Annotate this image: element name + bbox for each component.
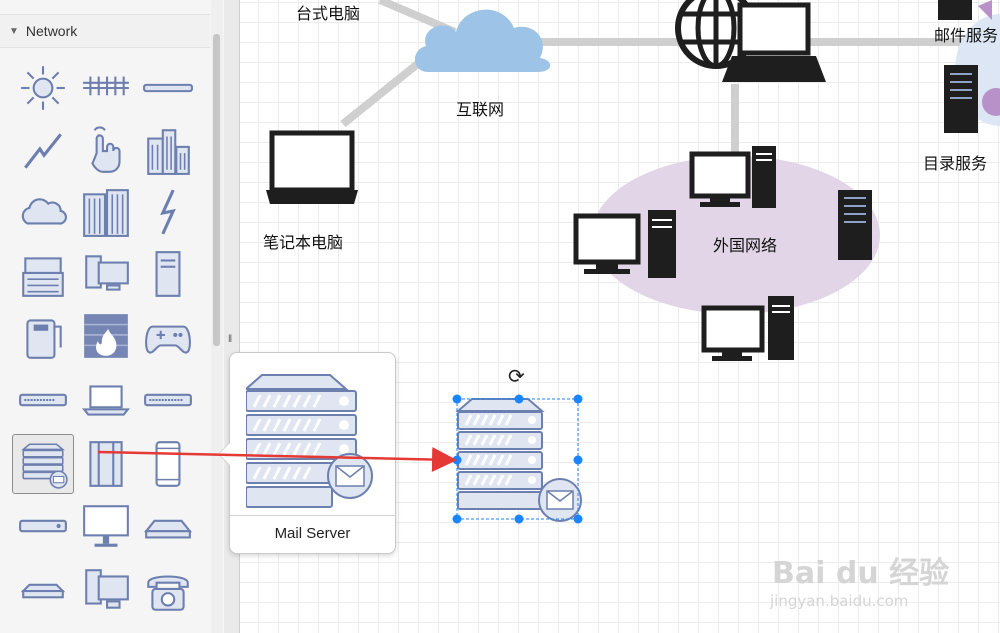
desktop-node-bottom-icon[interactable] bbox=[701, 296, 794, 361]
firewall-icon bbox=[84, 314, 128, 358]
shape-router-flat[interactable] bbox=[12, 560, 74, 620]
external-drive-icon bbox=[26, 319, 62, 359]
mail-server-preview-icon bbox=[246, 374, 373, 508]
shape-firewall[interactable] bbox=[75, 306, 137, 366]
monitor-icon bbox=[83, 505, 129, 547]
resize-grip-icon: ‖ bbox=[228, 334, 232, 345]
shape-monitor[interactable] bbox=[75, 496, 137, 556]
mail-server-dark-icon[interactable] bbox=[938, 0, 972, 20]
shape-satellite[interactable] bbox=[12, 58, 74, 118]
desktop-node-top-icon[interactable] bbox=[689, 146, 776, 208]
tooltip-separator bbox=[230, 515, 395, 516]
directory-server-dark-icon[interactable] bbox=[944, 65, 978, 133]
desktop-pc-icon bbox=[85, 569, 129, 609]
shape-pc-tower[interactable] bbox=[137, 244, 199, 304]
shape-antenna[interactable] bbox=[75, 58, 137, 118]
telephone-icon bbox=[147, 575, 189, 611]
tooltip-caret bbox=[219, 443, 230, 465]
collapse-triangle-icon[interactable]: ▼ bbox=[9, 25, 19, 37]
shape-external-drive[interactable] bbox=[12, 306, 74, 366]
touch-icon bbox=[91, 126, 121, 173]
shape-preview-tooltip: Mail Server bbox=[218, 352, 396, 554]
cloud-icon bbox=[21, 198, 67, 225]
shape-workstation[interactable] bbox=[75, 244, 137, 304]
shape-bolt[interactable] bbox=[137, 182, 199, 242]
shape-desktop-pc[interactable] bbox=[75, 560, 137, 620]
shape-sidebar: ▼ Network bbox=[0, 0, 225, 633]
mail-server-icon bbox=[21, 443, 68, 489]
shape-lightning[interactable] bbox=[12, 120, 74, 180]
zigzag-bolt-icon bbox=[160, 189, 176, 235]
label-mail-service: 邮件服务 bbox=[934, 26, 999, 45]
shape-laptop[interactable] bbox=[75, 370, 137, 430]
modem-icon bbox=[19, 519, 67, 533]
shape-mail-server[interactable] bbox=[12, 434, 74, 494]
shape-gamepad[interactable] bbox=[137, 306, 199, 366]
internet-cloud-icon[interactable] bbox=[414, 9, 551, 73]
antenna-icon bbox=[83, 76, 129, 96]
gamepad-icon bbox=[145, 325, 191, 354]
shape-hub[interactable] bbox=[137, 496, 199, 556]
shape-router[interactable] bbox=[137, 370, 199, 430]
laptop-node-icon[interactable] bbox=[266, 130, 358, 204]
shape-copier[interactable] bbox=[12, 244, 74, 304]
lightning-bolt-icon bbox=[24, 133, 62, 169]
shape-modem[interactable] bbox=[12, 496, 74, 556]
satellite-icon bbox=[21, 66, 65, 110]
server-rack-icon bbox=[89, 441, 123, 487]
label-internet: 互联网 bbox=[456, 100, 505, 119]
label-desktop: 台式电脑 bbox=[296, 4, 361, 23]
mobile-phone-icon bbox=[155, 441, 181, 487]
connection-lines[interactable] bbox=[340, 0, 1000, 160]
directory-badge-icon bbox=[982, 88, 1000, 116]
section-label: Network bbox=[25, 23, 78, 39]
mail-envelope-icon bbox=[978, 0, 992, 20]
label-foreign-network: 外国网络 bbox=[713, 236, 778, 255]
shape-mobile[interactable] bbox=[137, 434, 199, 494]
hub-icon bbox=[143, 519, 193, 539]
diagram-layer bbox=[266, 0, 1000, 524]
shape-cloud[interactable] bbox=[12, 182, 74, 242]
network-section-header[interactable]: ▼ Network bbox=[0, 14, 210, 48]
copier-icon bbox=[22, 257, 64, 297]
shape-switch[interactable] bbox=[12, 370, 74, 430]
shape-touch[interactable] bbox=[75, 120, 137, 180]
selection-handles[interactable] bbox=[452, 394, 583, 524]
sidebar-scrollbar-thumb[interactable] bbox=[213, 34, 220, 346]
shape-server-rack[interactable] bbox=[75, 434, 137, 494]
rotate-handle-icon[interactable]: ⟳ bbox=[508, 364, 525, 388]
office-building-icon bbox=[83, 189, 129, 237]
pc-tower-icon bbox=[155, 251, 181, 297]
shape-telephone[interactable] bbox=[137, 560, 199, 620]
dropped-mail-server-icon[interactable] bbox=[455, 398, 582, 522]
label-laptop: 笔记本电脑 bbox=[263, 233, 344, 252]
label-directory-service: 目录服务 bbox=[923, 154, 988, 173]
laptop-icon bbox=[81, 385, 131, 416]
tooltip-title: Mail Server bbox=[274, 525, 351, 542]
globe-laptop-icon[interactable] bbox=[722, 2, 826, 82]
shape-buildings[interactable] bbox=[137, 120, 199, 180]
server-node-right-icon[interactable] bbox=[838, 190, 872, 260]
buildings-icon bbox=[147, 129, 190, 175]
router-icon bbox=[144, 393, 192, 407]
switch-icon bbox=[19, 393, 67, 407]
shape-office[interactable] bbox=[75, 182, 137, 242]
shape-cable[interactable] bbox=[137, 58, 199, 118]
router-flat-icon bbox=[20, 583, 66, 599]
workstation-icon bbox=[85, 255, 129, 291]
desktop-node-left-icon[interactable] bbox=[573, 210, 676, 278]
cable-icon bbox=[143, 83, 193, 93]
